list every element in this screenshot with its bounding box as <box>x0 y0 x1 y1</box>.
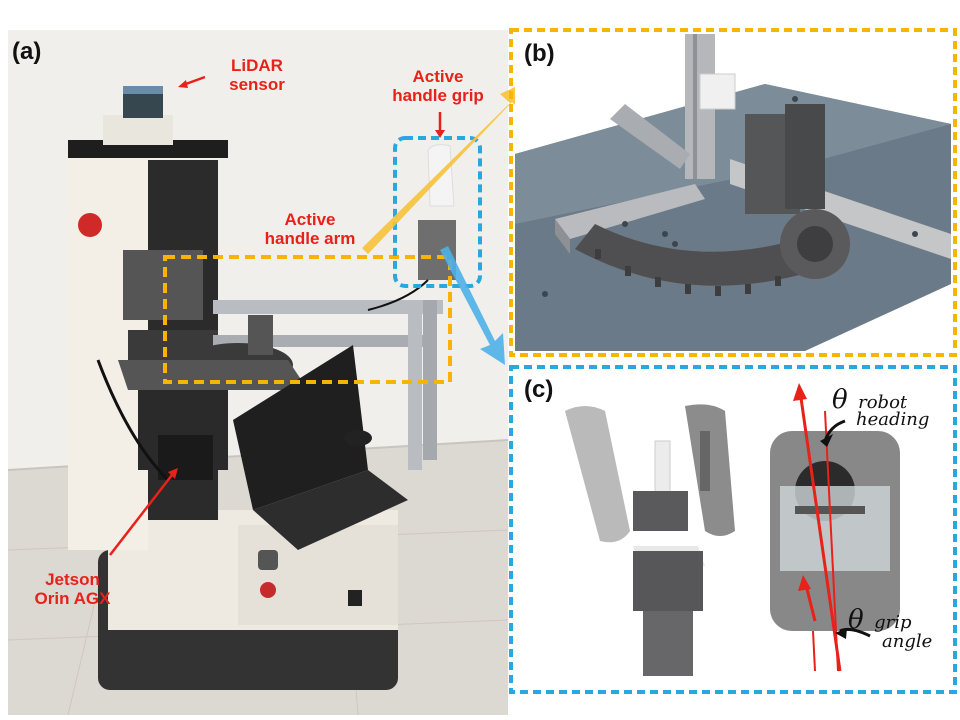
callout-lidar: LiDAR sensor <box>212 56 302 94</box>
callout-jetson: Jetson Orin AGX <box>25 570 120 608</box>
panel-c-render <box>515 371 951 688</box>
panel-a-photo <box>8 30 508 715</box>
panel-c-frame <box>509 365 957 694</box>
theta-grip-symbol: θ <box>848 605 864 635</box>
theta-grip-angle-label: θ grip angle <box>848 605 948 652</box>
theta-robot-sub2: heading <box>856 409 930 430</box>
callout-jetson-line1: Jetson <box>45 570 100 589</box>
callout-arm-line2: handle arm <box>264 229 356 248</box>
callout-arm-line1: Active <box>284 210 336 229</box>
panel-label-b: (b) <box>524 40 555 67</box>
callout-lidar-line1: LiDAR <box>231 56 283 75</box>
callout-lidar-line2: sensor <box>229 75 285 94</box>
theta-robot-heading-label: θ robot heading <box>832 385 947 430</box>
panel-label-a: (a) <box>12 38 42 65</box>
callout-grip-line1: Active <box>412 67 464 86</box>
theta-grip-sub2: angle <box>882 631 933 652</box>
theta-robot-symbol: θ <box>832 385 848 415</box>
panel-b-render <box>515 34 951 351</box>
arrow-to-panel-c <box>440 246 505 365</box>
callout-jetson-line2: Orin AGX <box>34 589 111 608</box>
theta-grip-sub1: grip <box>874 612 912 633</box>
arrow-to-panel-b <box>362 80 530 254</box>
panel-label-c: (c) <box>524 376 554 403</box>
callout-grip: Active handle grip <box>378 67 498 105</box>
callout-grip-line2: handle grip <box>392 86 484 105</box>
callout-arm: Active handle arm <box>255 210 365 248</box>
grip-shell-left <box>565 406 630 543</box>
grip-highlight-frame <box>393 136 482 288</box>
panel-b-frame <box>509 28 957 357</box>
theta-robot-sub1: robot <box>858 392 908 413</box>
arm-highlight-frame <box>163 255 452 384</box>
